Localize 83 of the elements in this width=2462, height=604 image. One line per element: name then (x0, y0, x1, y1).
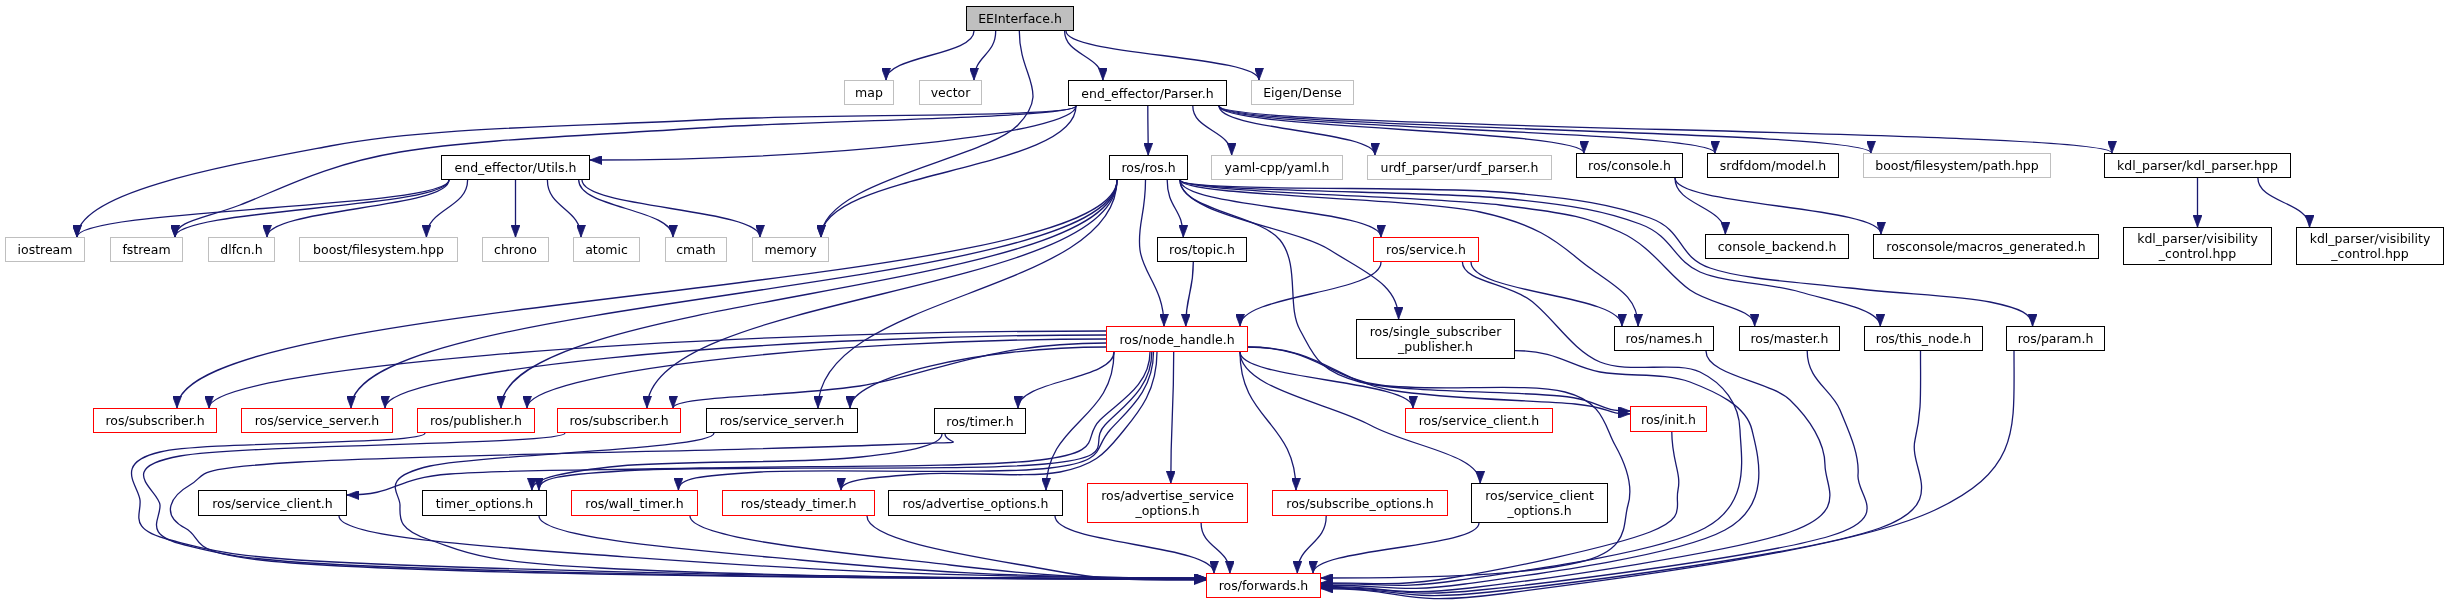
highlighted-node-box: ros/subscribe_options.h (1272, 490, 1448, 516)
arrow (1674, 177, 1729, 235)
highlighted-node-box: ros/advertise_service _options.h (1087, 483, 1248, 523)
node-box: ros/topic.h (1157, 237, 1247, 262)
dimmed-node-box: Eigen/Dense (1251, 80, 1354, 105)
dimmed-node-box: atomic (573, 237, 640, 262)
arrow (1247, 346, 1631, 583)
selected-node-box: EEInterface.h (966, 6, 1074, 31)
arrow (970, 30, 997, 81)
highlighted-node-box: ros/init.h (1630, 406, 1707, 432)
highlighted-node-box: ros/service_client.h (1405, 408, 1553, 433)
arrow (266, 179, 450, 238)
dimmed-node-box: yaml-cpp/yaml.h (1211, 155, 1343, 180)
node-box: ros/names.h (1614, 326, 1714, 351)
node-box: timer_options.h (422, 490, 547, 516)
arrow (535, 351, 1153, 491)
arrow (1042, 351, 1115, 491)
highlighted-node-box: ros/node_handle.h (1106, 326, 1248, 352)
arrow (208, 330, 1107, 409)
node-box: ros/timer.h (934, 408, 1026, 434)
arrow (1239, 351, 1483, 484)
node-box: kdl_parser/kdl_parser.hpp (2104, 153, 2291, 178)
arrow (384, 334, 1107, 409)
arrow (526, 338, 1107, 409)
highlighted-node-box: ros/forwards.h (1206, 573, 1321, 598)
arrow (1179, 179, 1758, 327)
highlighted-node-box: ros/subscriber.h (557, 408, 681, 433)
arrow (672, 342, 1107, 409)
dimmed-node-box: boost/filesystem/path.hpp (1863, 153, 2051, 178)
node-box: ros/ros.h (1109, 155, 1188, 180)
dimmed-node-box: iostream (5, 237, 85, 262)
node-box: ros/param.h (2006, 326, 2105, 351)
highlighted-node-box: ros/publisher.h (417, 408, 535, 433)
arrow (866, 515, 1207, 585)
node-box: ros/service_client.h (198, 490, 347, 516)
arrow (1179, 179, 1643, 327)
dimmed-node-box: urdf_parser/urdf_parser.h (1367, 155, 1552, 180)
arrow (174, 179, 450, 238)
node-box: ros/console.h (1576, 153, 1683, 178)
node-box: ros/single_subscriber _publisher.h (1356, 319, 1515, 359)
highlighted-node-box: ros/wall_timer.h (571, 490, 698, 516)
arrow (1192, 105, 1235, 156)
arrow (1165, 351, 1176, 484)
arrow (1063, 30, 1107, 81)
node-box: end_effector/Parser.h (1068, 80, 1227, 106)
node-box: end_effector/Utils.h (441, 155, 590, 180)
arrow (675, 351, 1155, 491)
arrow (839, 351, 1158, 491)
dimmed-node-box: cmath (665, 237, 727, 262)
node-box: srdfdom/model.h (1707, 153, 1839, 178)
highlighted-node-box: ros/service.h (1373, 237, 1479, 262)
highlighted-node-box: ros/steady_timer.h (722, 490, 875, 516)
highlighted-node-box: ros/service_server.h (241, 408, 393, 433)
dimmed-node-box: map (844, 80, 894, 105)
dimmed-node-box: dlfcn.h (208, 237, 275, 262)
node-box: rosconsole/macros_generated.h (1873, 234, 2099, 259)
arrow (1320, 431, 1680, 588)
node-box: ros/master.h (1739, 326, 1840, 351)
node-box: kdl_parser/visibility _control.hpp (2296, 227, 2444, 265)
node-box: console_backend.h (1705, 234, 1849, 259)
arrow (530, 433, 943, 491)
arrow (510, 179, 521, 238)
arrow (1166, 179, 1188, 238)
arrow (2257, 177, 2313, 228)
arrow (2192, 177, 2203, 228)
arrow (1179, 179, 2037, 327)
dimmed-node-box: chrono (482, 237, 549, 262)
node-box: ros/service_server.h (706, 408, 858, 433)
node-box: kdl_parser/visibility _control.hpp (2123, 227, 2272, 265)
node-box: ros/service_client _options.h (1471, 483, 1608, 523)
arrow (1293, 515, 1327, 574)
arrow (1138, 179, 1169, 327)
arrow (1200, 522, 1234, 574)
arrow (1143, 105, 1154, 156)
dimmed-node-box: memory (752, 237, 829, 262)
dimmed-node-box: vector (919, 80, 982, 105)
highlighted-node-box: ros/subscriber.h (93, 408, 217, 433)
dimmed-node-box: fstream (110, 237, 183, 262)
node-box: ros/this_node.h (1864, 326, 1983, 351)
arrow (1181, 261, 1194, 327)
dimmed-node-box: boost/filesystem.hpp (299, 237, 458, 262)
node-box: ros/advertise_options.h (888, 490, 1063, 516)
arrow (423, 179, 469, 238)
